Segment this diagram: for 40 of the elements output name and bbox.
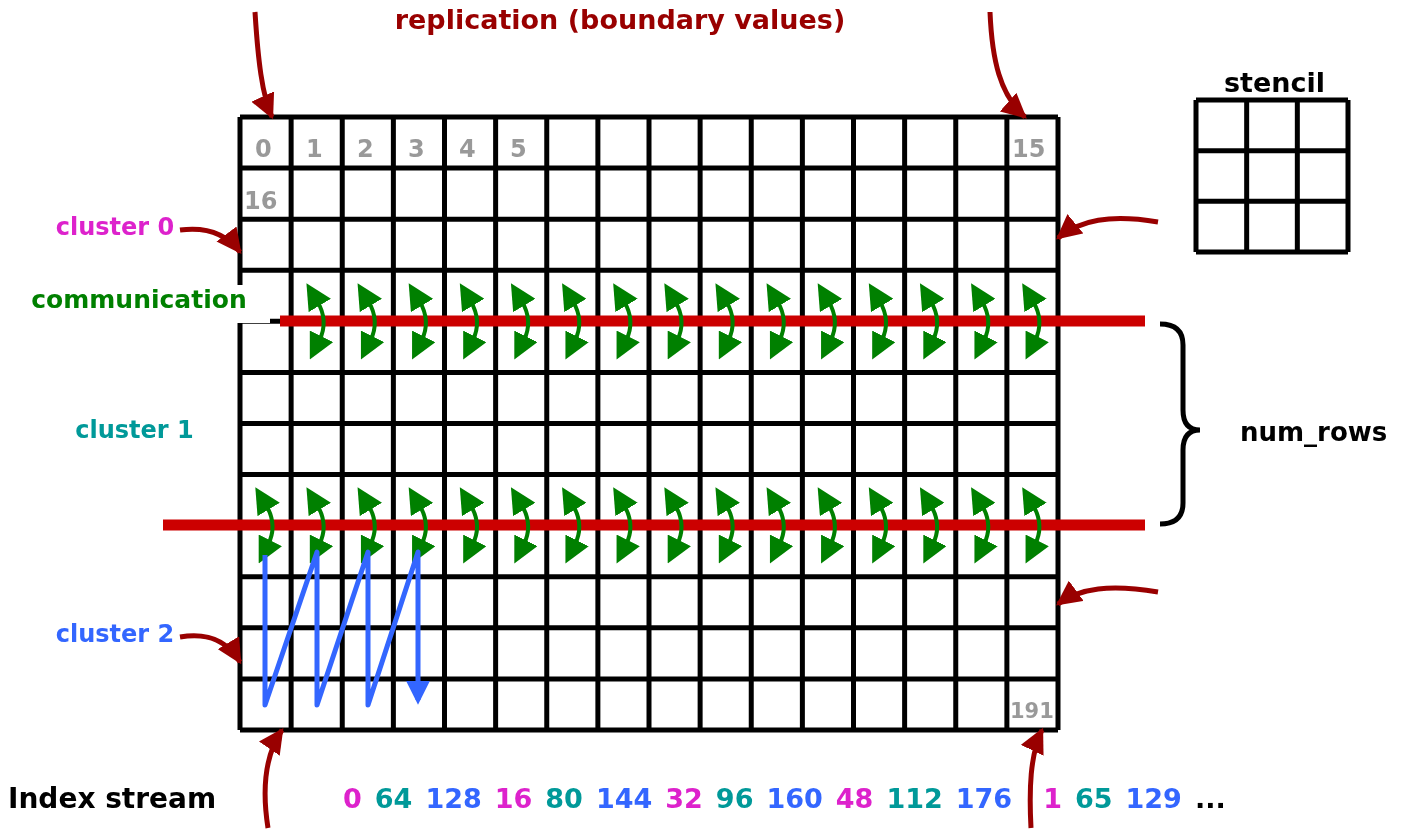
cell-index: 5 <box>510 136 527 163</box>
cluster-label: cluster 1 <box>62 416 207 450</box>
arrow <box>987 11 1027 119</box>
cell-index: 15 <box>1012 136 1046 163</box>
stream-index: 1 <box>1043 784 1062 814</box>
dimension-label: num_rows <box>1240 418 1388 447</box>
cell-index: 1 <box>306 136 323 163</box>
stream-index: 80 <box>545 784 583 814</box>
arrow <box>179 633 243 665</box>
stream-index: 176 <box>955 784 1013 814</box>
ellipsis: ... <box>1194 784 1226 814</box>
stream-index: 65 <box>1074 784 1113 814</box>
stream-index: 64 <box>374 784 413 814</box>
title: replication (boundary values) <box>393 4 847 35</box>
cell-index: 191 <box>1010 700 1054 724</box>
arrow <box>1056 214 1159 240</box>
cell-index: 3 <box>408 136 425 163</box>
stream-index: 0 <box>343 784 362 814</box>
cell-index: 16 <box>244 188 278 215</box>
stream-index: 96 <box>715 784 754 814</box>
stream-index: 144 <box>595 784 653 814</box>
stencil-label: stencil <box>1224 68 1325 98</box>
stream-index: 48 <box>835 784 874 814</box>
stream-index: 160 <box>766 784 823 814</box>
cluster-label: cluster 2 <box>50 620 180 654</box>
cell-index: 2 <box>357 136 374 163</box>
stream-index: 112 <box>886 784 943 814</box>
stream-index: 16 <box>494 784 533 814</box>
arrow <box>259 727 285 829</box>
arrow <box>251 11 275 120</box>
arrow <box>1055 581 1159 607</box>
cell-index: 0 <box>255 136 272 163</box>
cell-index: 4 <box>459 136 476 163</box>
stream-index: 32 <box>665 784 703 814</box>
stream-index: 129 <box>1125 784 1182 814</box>
row-label: Index stream <box>8 784 217 815</box>
arrow <box>179 226 242 254</box>
arrow <box>1021 727 1045 829</box>
stream-index: 128 <box>425 784 482 814</box>
cluster-label: cluster 0 <box>50 213 180 247</box>
